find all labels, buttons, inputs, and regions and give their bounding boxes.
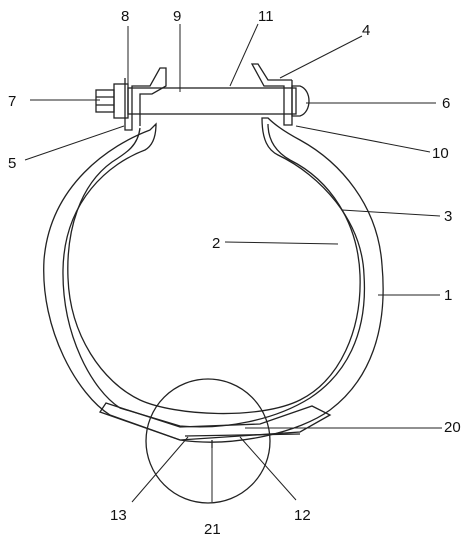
inner-liner <box>67 123 361 415</box>
label-7: 7 <box>8 93 16 110</box>
overlap-strip <box>98 402 332 448</box>
label-11: 11 <box>258 8 274 25</box>
label-5: 5 <box>8 155 16 172</box>
label-4: 4 <box>362 22 370 39</box>
label-2: 2 <box>212 235 220 252</box>
label-20: 20 <box>444 419 461 436</box>
detail-circle <box>145 378 271 504</box>
label-9: 9 <box>173 8 181 25</box>
label-12: 12 <box>294 507 311 524</box>
label-1: 1 <box>444 287 452 304</box>
label-13: 13 <box>110 507 127 524</box>
label-3: 3 <box>444 208 452 225</box>
screw-assembly <box>95 63 310 131</box>
label-10: 10 <box>432 145 449 162</box>
leader-lines <box>24 23 442 503</box>
part-labels: 7 8 9 11 4 6 10 5 3 2 1 20 13 12 21 <box>8 8 461 538</box>
outer-band <box>43 117 384 443</box>
label-6: 6 <box>442 95 450 112</box>
label-21: 21 <box>204 521 221 538</box>
label-8: 8 <box>121 8 129 25</box>
